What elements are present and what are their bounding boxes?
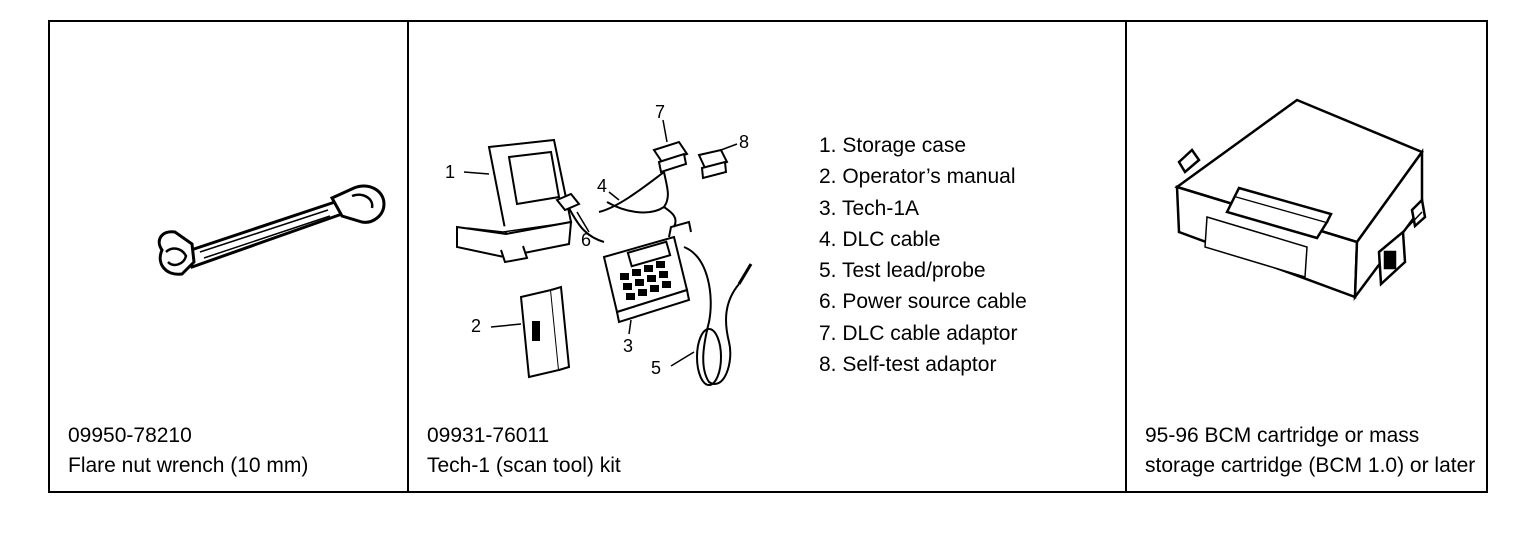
wrench-icon bbox=[157, 184, 386, 276]
legend-item: 4. DLC cable bbox=[819, 227, 941, 251]
callout-1: 1 bbox=[445, 162, 455, 182]
callout-7: 7 bbox=[655, 102, 665, 122]
part-number: 09950-78210 bbox=[68, 424, 192, 447]
callout-8: 8 bbox=[739, 132, 749, 152]
legend-item: 1. Storage case bbox=[819, 134, 967, 157]
bcm-caption: 95-96 BCM cartridge or mass storage cart… bbox=[1145, 421, 1485, 481]
tool-cell-scan-tool-kit: 1 2 3 4 5 6 7 8 1. Storage case 2. Opera… bbox=[409, 22, 1127, 491]
tool-description: Flare nut wrench (10 mm) bbox=[68, 454, 309, 477]
special-tools-table: 09950-78210 Flare nut wrench (10 mm) bbox=[48, 20, 1488, 493]
callout-3: 3 bbox=[623, 336, 633, 356]
bcm-cartridge-icon bbox=[1174, 98, 1427, 301]
scan-tool-caption: 09931-76011 Tech-1 (scan tool) kit bbox=[427, 421, 621, 481]
callout-4: 4 bbox=[597, 176, 607, 196]
legend-item: 7. DLC cable adaptor bbox=[819, 321, 1018, 345]
tool-cell-wrench: 09950-78210 Flare nut wrench (10 mm) bbox=[50, 22, 409, 491]
scan-tool-kit-icon: 1 2 3 4 5 6 7 8 bbox=[445, 102, 753, 386]
legend-item: 8. Self-test adaptor bbox=[819, 353, 997, 377]
parts-legend: 1. Storage case 2. Operator’s manual 3. … bbox=[819, 130, 1027, 380]
legend-item: 5. Test lead/probe bbox=[819, 259, 986, 283]
tool-description: 95-96 BCM cartridge or mass storage cart… bbox=[1145, 424, 1476, 477]
legend-item: 3. Tech-1A bbox=[819, 196, 920, 220]
wrench-caption: 09950-78210 Flare nut wrench (10 mm) bbox=[68, 421, 308, 481]
legend-item: 6. Power source cable bbox=[819, 290, 1027, 314]
part-number: 09931-76011 bbox=[427, 424, 550, 447]
callout-2: 2 bbox=[471, 316, 481, 336]
legend-item: 2. Operator’s manual bbox=[819, 165, 1016, 189]
tool-description: Tech-1 (scan tool) kit bbox=[427, 454, 621, 477]
callout-6: 6 bbox=[581, 230, 591, 250]
callout-5: 5 bbox=[651, 358, 661, 378]
tool-cell-bcm-cartridge: 95-96 BCM cartridge or mass storage cart… bbox=[1127, 22, 1486, 491]
